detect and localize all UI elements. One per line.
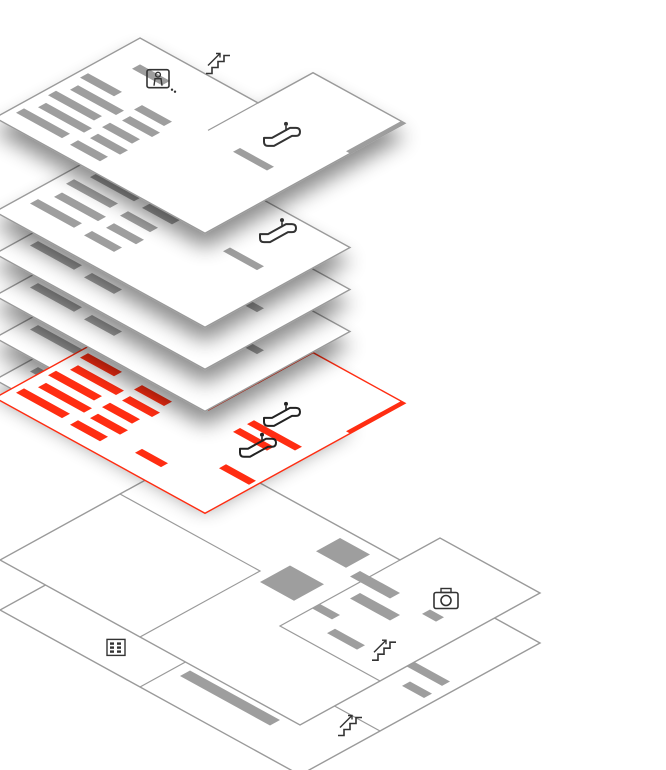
room-block bbox=[84, 231, 122, 252]
room-block bbox=[48, 370, 102, 401]
wall-block bbox=[346, 401, 405, 434]
room-block bbox=[80, 73, 122, 97]
room-block bbox=[134, 105, 172, 126]
escalator-icon bbox=[263, 121, 301, 147]
room-block bbox=[16, 108, 70, 139]
room-block bbox=[66, 179, 118, 208]
room-block bbox=[120, 211, 158, 233]
room-block bbox=[70, 420, 108, 442]
escalator-icon bbox=[263, 401, 301, 427]
building-icon bbox=[106, 638, 126, 657]
room-block bbox=[134, 385, 172, 406]
room-block bbox=[80, 353, 122, 377]
room-block bbox=[223, 247, 264, 271]
stairs-icon bbox=[338, 714, 362, 737]
room-block bbox=[106, 223, 144, 245]
room-block bbox=[84, 273, 122, 294]
room-block bbox=[90, 172, 142, 202]
room-block bbox=[102, 122, 140, 144]
stairs-icon bbox=[206, 52, 230, 75]
floor-level-10 bbox=[0, 37, 407, 235]
room-block bbox=[402, 681, 432, 698]
room-block bbox=[142, 203, 180, 225]
room-block bbox=[350, 571, 400, 599]
room-block bbox=[54, 192, 106, 222]
room-block bbox=[180, 670, 280, 726]
room-block bbox=[16, 388, 70, 419]
room-block bbox=[90, 413, 128, 435]
stairs-icon bbox=[372, 639, 396, 662]
room-block bbox=[102, 402, 140, 424]
wall-block bbox=[346, 121, 405, 154]
room-block bbox=[312, 604, 340, 620]
camera-icon bbox=[433, 587, 459, 610]
room-block bbox=[30, 283, 82, 312]
room-block bbox=[70, 365, 124, 395]
room-block bbox=[84, 315, 122, 336]
room-block bbox=[90, 133, 128, 155]
room-block bbox=[70, 85, 124, 115]
floor-plate bbox=[0, 131, 352, 329]
room-block bbox=[327, 628, 365, 650]
room-block bbox=[247, 420, 302, 451]
room-block bbox=[122, 396, 160, 417]
floor-divider bbox=[119, 493, 262, 638]
escalator-icon bbox=[239, 432, 277, 458]
restroom-icon bbox=[146, 68, 177, 93]
room-block bbox=[233, 428, 274, 451]
escalator-icon bbox=[259, 218, 297, 244]
room-block bbox=[38, 382, 92, 413]
room-block bbox=[316, 538, 370, 568]
room-block bbox=[350, 593, 400, 621]
room-block bbox=[233, 148, 274, 171]
floor-divider bbox=[207, 102, 259, 131]
room-block bbox=[48, 90, 102, 121]
room-block bbox=[30, 241, 82, 270]
room-block bbox=[122, 116, 160, 137]
floor-level-3 bbox=[0, 449, 542, 726]
room-block bbox=[38, 102, 92, 133]
room-block bbox=[402, 659, 450, 686]
room-block bbox=[219, 464, 256, 485]
room-block bbox=[422, 609, 444, 622]
room-block bbox=[135, 448, 168, 468]
room-block bbox=[70, 140, 108, 162]
room-block bbox=[30, 325, 82, 354]
room-block bbox=[30, 199, 82, 228]
room-block bbox=[260, 565, 324, 601]
